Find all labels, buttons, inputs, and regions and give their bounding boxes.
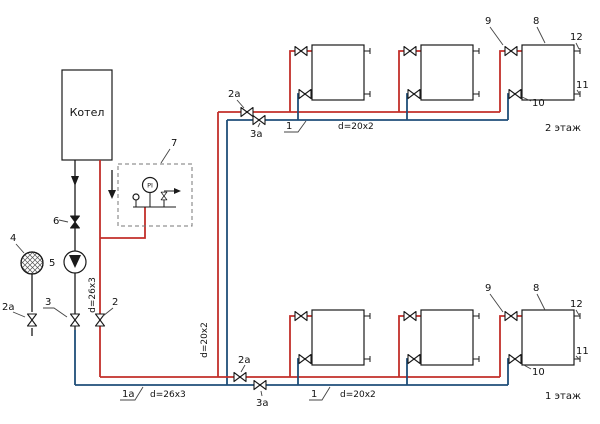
floor1-valve-3a-label: 3a — [256, 398, 269, 409]
radiator-assembly — [399, 45, 479, 120]
floor1-line-dimension: d=20x2 — [340, 390, 376, 400]
supply-valve-number: 2 — [112, 297, 118, 308]
leader-line — [521, 96, 532, 102]
pressure-gauge-icon — [141, 176, 159, 194]
radiator-assembly — [399, 310, 479, 385]
floor1-number-12: 12 — [570, 299, 583, 310]
leader-line — [575, 309, 580, 316]
floor2-number-12: 12 — [570, 32, 583, 43]
pump-rotor-icon — [69, 255, 81, 268]
flow-arrow-icon — [71, 176, 79, 186]
floor2-supply-shutoff-valve-icon — [240, 106, 254, 118]
bottom-main-line-number: 1a — [122, 389, 135, 400]
boiler-pipes: d=26x3 — [71, 160, 116, 385]
floor2-number-9: 9 — [485, 16, 491, 27]
floor2: 2a 3a 1 d=20x2 2 этаж 9 8 12 11 10 — [218, 16, 589, 140]
leader-line — [15, 243, 25, 254]
expansion-tank-icon — [20, 251, 44, 275]
tank-valve-number: 2a — [2, 302, 15, 313]
boiler-body — [61, 69, 113, 161]
leader-line — [521, 363, 532, 370]
leader-line — [576, 89, 580, 94]
floor2-name: 2 этаж — [545, 123, 581, 134]
bottom-main-dimension: d=26x3 — [150, 390, 186, 400]
gauge-label: PI — [147, 182, 153, 190]
floor1-line-number: 1 — [311, 389, 317, 400]
check-valve-number: 6 — [53, 216, 59, 227]
leader-line — [236, 99, 245, 109]
floor1-valve-2a-label: 2a — [238, 355, 251, 366]
tank-valve-icon — [26, 313, 38, 327]
radiator-assembly — [290, 310, 370, 385]
floor2-line-number: 1 — [286, 121, 292, 132]
floor2-valve-3a-label: 3a — [250, 129, 263, 140]
safety-group-box — [117, 163, 193, 227]
discharge-arrow-icon — [174, 188, 181, 194]
boiler-label: Котел — [70, 106, 105, 119]
floor1-number-10: 10 — [532, 367, 545, 378]
safety-group-number: 7 — [171, 138, 177, 149]
leader-line — [120, 386, 144, 401]
floor2-number-8: 8 — [533, 16, 539, 27]
leader-line — [102, 307, 114, 317]
boiler-unit: Котел — [61, 69, 113, 161]
leader-line — [536, 293, 546, 311]
safety-group: PI 7 — [100, 138, 193, 239]
boiler-pipe-dimension-label: d=26x3 — [88, 277, 98, 313]
floor1-return-shutoff-valve-icon — [253, 379, 267, 391]
leader-line — [284, 120, 307, 133]
riser-dimension-label: d=20x2 — [200, 322, 210, 358]
air-vent-icon — [132, 193, 140, 201]
floor2-line-dimension: d=20x2 — [338, 122, 374, 132]
radiator-assembly — [290, 45, 370, 120]
pump-tank-valves: 6 5 4 2a 3 2 — [2, 215, 118, 336]
leader-line — [575, 42, 580, 50]
floor1-number-11: 11 — [576, 346, 589, 357]
leader-line — [536, 26, 546, 44]
pump-number: 5 — [49, 258, 55, 269]
check-valve-icon — [70, 215, 80, 229]
leader-line — [257, 122, 261, 128]
floor2-number-10: 10 — [532, 98, 545, 109]
floor1-supply-shutoff-valve-icon — [233, 371, 247, 383]
floor1: 2a 3a 1a d=26x3 1 d=20x2 1 этаж 9 8 12 1… — [75, 283, 589, 409]
leader-line — [575, 355, 580, 360]
leader-line — [43, 307, 68, 318]
floor1-number-9: 9 — [485, 283, 491, 294]
risers: d=20x2 — [200, 112, 228, 385]
return-valve-number: 3 — [45, 297, 51, 308]
floor2-return-shutoff-valve-icon — [252, 114, 266, 126]
leader-line — [58, 219, 69, 223]
leader-line — [240, 364, 246, 373]
return-valve-icon — [69, 313, 81, 327]
leader-line — [489, 293, 504, 313]
flow-arrow-icon — [108, 190, 116, 199]
leader-line — [489, 26, 504, 46]
floor2-number-11: 11 — [576, 80, 589, 91]
leader-line — [260, 390, 263, 397]
safety-valve-icon — [160, 191, 168, 201]
floor1-number-8: 8 — [533, 283, 539, 294]
leader-line — [160, 148, 171, 164]
leader-line — [309, 386, 331, 401]
tank-number: 4 — [10, 233, 16, 244]
safety-group-feed-pipe — [100, 207, 146, 239]
leader-line — [12, 311, 26, 318]
floor1-name: 1 этаж — [545, 391, 581, 402]
floor2-valve-2a-label: 2a — [228, 89, 241, 100]
